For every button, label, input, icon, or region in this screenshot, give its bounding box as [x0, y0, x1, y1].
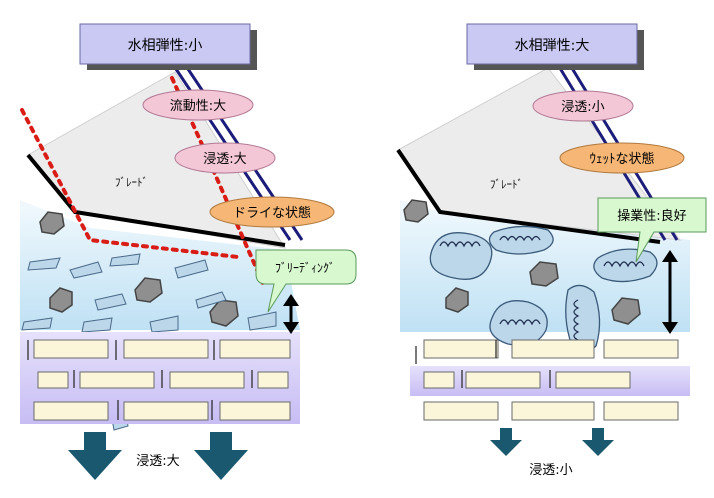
left-title-box: 水相弾性:小	[79, 23, 257, 70]
right-bottom-label: 浸透:小	[529, 463, 572, 478]
left-oval-fluidity-text: 流動性:大	[170, 99, 226, 114]
left-bleeding-callout: ﾌﾞﾘｰﾃﾞｨﾝｸﾞ	[255, 249, 357, 313]
right-title: 水相弾性:大	[515, 38, 590, 54]
right-panel: ﾌﾞﾚｰﾄﾞ	[396, 23, 707, 478]
left-oval-penetration-text: 浸透:大	[203, 152, 246, 167]
left-panel: ﾌﾞﾚｰﾄﾞ	[20, 23, 357, 480]
left-bleeding-text: ﾌﾞﾘｰﾃﾞｨﾝｸﾞ	[275, 261, 335, 275]
right-polymer-coils	[439, 235, 645, 341]
left-oval-fluidity: 流動性:大	[142, 89, 254, 121]
left-title: 水相弾性:小	[128, 38, 203, 54]
right-flow-arrow-1	[490, 428, 522, 456]
right-oval-wet: ｳｪｯﾄな状態	[559, 142, 685, 174]
right-oval-wet-text: ｳｪｯﾄな状態	[589, 151, 654, 167]
right-title-box: 水相弾性:大	[466, 23, 644, 70]
left-bottom-label: 浸透:大	[136, 454, 179, 469]
right-stones	[403, 199, 641, 325]
left-substrate	[20, 332, 300, 424]
left-blade-label: ﾌﾞﾚｰﾄﾞ	[115, 176, 148, 189]
left-flow-arrow-2	[194, 432, 248, 480]
left-oval-penetration: 浸透:大	[174, 142, 276, 174]
right-blade-edge	[396, 148, 661, 244]
left-oval-dry-text: ドライな状態	[233, 205, 311, 221]
left-flow-arrow-1	[68, 432, 122, 480]
right-workability-text: 操業性:良好	[617, 208, 686, 224]
right-oval-penetration: 浸透:小	[532, 90, 634, 122]
right-flow-arrow-2	[582, 428, 614, 456]
right-oval-penetration-text: 浸透:小	[561, 100, 604, 115]
left-coating-layer	[20, 200, 300, 330]
left-oval-dry: ドライな状態	[209, 196, 335, 228]
left-gap-arrow	[283, 294, 299, 334]
right-workability-callout: 操業性:良好	[597, 197, 707, 263]
right-blade-label: ﾌﾞﾚｰﾄﾞ	[490, 178, 523, 191]
right-substrate	[410, 339, 690, 421]
right-gap-arrow	[662, 250, 678, 334]
